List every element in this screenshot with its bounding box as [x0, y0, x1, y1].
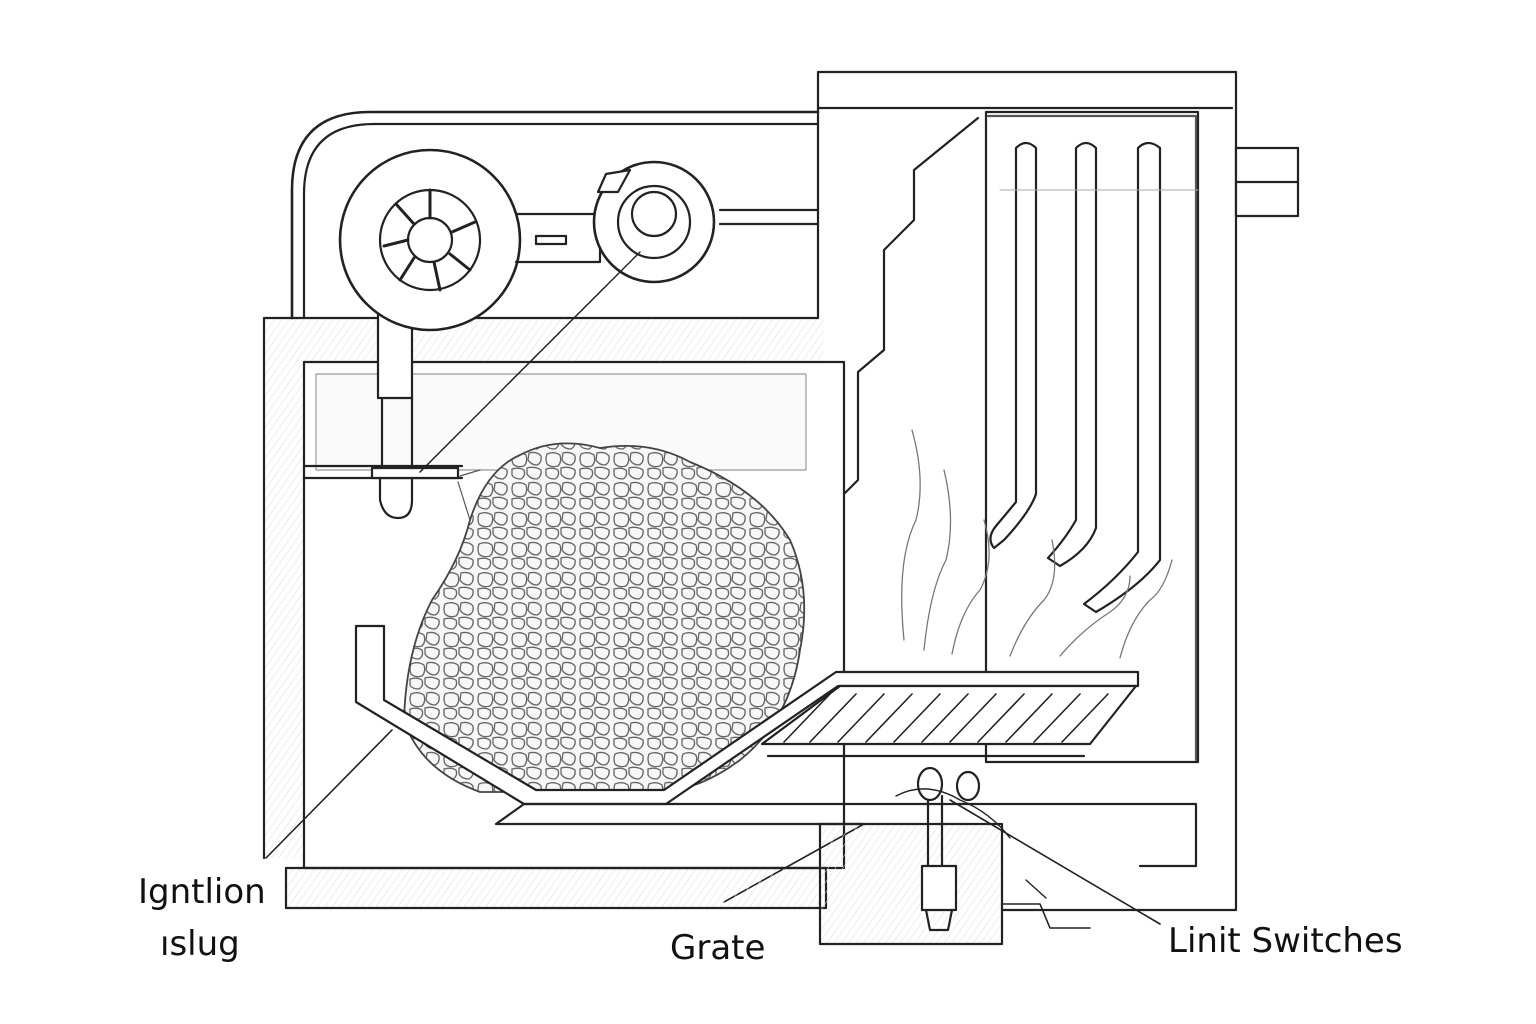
grate-label: Grate: [670, 928, 766, 968]
limit-switches-label: Linit Switches: [1168, 921, 1403, 961]
ignition-plug-label-line1: Igntlion: [138, 872, 266, 912]
limit-switches: [818, 766, 1161, 946]
ignition-plug: [265, 251, 641, 859]
heat-exchanger: [842, 110, 1200, 764]
top-duct: [290, 110, 820, 320]
fuel-pile: [403, 442, 806, 793]
grate-assembly: [284, 624, 1198, 910]
flames: [901, 429, 1173, 659]
ignition-plug-label-line2: ıslug: [160, 924, 240, 964]
blower-assembly: [338, 148, 716, 520]
